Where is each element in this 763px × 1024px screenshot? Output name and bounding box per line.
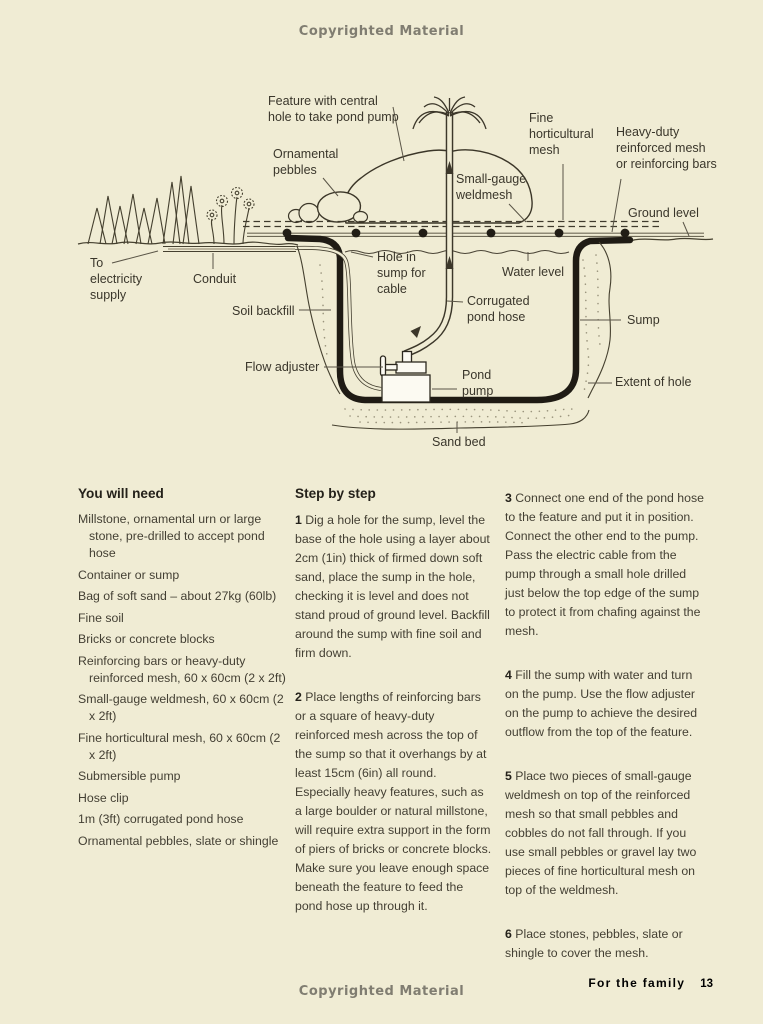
label-flow-adjuster: Flow adjuster (245, 360, 320, 374)
label-soil-backfill: Soil backfill (232, 304, 295, 318)
list-item: 1m (3ft) corrugated pond hose (78, 812, 244, 826)
step-text: Place two pieces of small-gauge weldmesh… (505, 769, 697, 897)
hole-edges (296, 241, 612, 430)
list-item: Container or sump (78, 567, 180, 582)
label-small-gauge-weldmesh: Small-gauge weldmesh (456, 172, 527, 202)
list-item: Bag of soft sand – about 27kg (60lb) (78, 589, 277, 603)
step-number: 4 (505, 668, 512, 682)
step-3: 3 Connect one end of the pond hose to th… (505, 489, 706, 641)
step-2: 2 Place lengths of reinforcing bars or a… (295, 688, 492, 916)
steps-continued-column: 3 Connect one end of the pond hose to th… (505, 489, 706, 988)
flowers (206, 186, 255, 245)
soil-and-sand-stipple (319, 254, 601, 424)
leader-lines (111, 106, 690, 433)
copyright-watermark-top: Copyrighted Material (298, 24, 465, 39)
water-level-line (344, 250, 570, 254)
list-item: Small-gauge weldmesh, 60 x 60cm (2 x 2ft… (78, 692, 284, 723)
label-hole-in-sump: Hole in sump for cable (377, 250, 426, 296)
boulder-and-pebbles (287, 149, 533, 224)
label-sand-bed: Sand bed (432, 435, 486, 449)
step-text: Place lengths of reinforcing bars or a s… (295, 690, 492, 913)
page-number: 13 (700, 978, 713, 990)
step-text: Dig a hole for the sump, level the base … (295, 513, 490, 660)
diagram-artwork (77, 96, 714, 433)
pump-assembly (379, 350, 431, 403)
label-corrugated-pond-hose: Corrugated pond hose (467, 294, 530, 324)
list-item: Hose clip (78, 790, 129, 805)
list-item: Ornamental pebbles, slate or shingle (78, 833, 279, 848)
list-item: Reinforcing bars or heavy-duty reinforce… (78, 653, 286, 685)
list-item: Fine horticultural mesh, 60 x 60cm (2 x … (78, 730, 281, 762)
fountain-spray (412, 96, 487, 130)
pond-sump-diagram: Feature with central hole to take pond p… (0, 0, 763, 470)
copyright-watermark-bottom: Copyrighted Material (298, 984, 465, 999)
label-pond-pump: Pond pump (462, 368, 494, 398)
grass-tufts (87, 175, 200, 245)
label-ground-level: Ground level (628, 206, 699, 220)
list-item: Fine soil (78, 610, 124, 625)
label-water-level: Water level (502, 265, 565, 279)
step-1: 1 Dig a hole for the sump, level the bas… (295, 511, 492, 663)
label-extent-of-hole: Extent of hole (615, 375, 692, 389)
page-footer: For the family 13 (588, 974, 713, 992)
step-5: 5 Place two pieces of small-gauge weldme… (505, 767, 706, 900)
step-by-step-column: Step by step 1 Dig a hole for the sump, … (295, 486, 492, 941)
step-text: Fill the sump with water and turn on the… (505, 668, 698, 739)
you-will-need-column: You will need Millstone, ornamental urn … (78, 486, 288, 854)
step-6: 6 Place stones, pebbles, slate or shingl… (505, 925, 706, 963)
sump-outline (284, 234, 634, 404)
step-number: 1 (295, 513, 302, 527)
list-item: Millstone, ornamental urn or large stone… (78, 512, 265, 560)
label-ornamental-pebbles: Ornamental pebbles (273, 147, 339, 177)
mesh-layers (243, 220, 704, 237)
section-title: For the family (588, 976, 686, 990)
step-4: 4 Fill the sump with water and turn on t… (505, 666, 706, 742)
flow-arrows (410, 161, 454, 338)
you-will-need-list: Millstone, ornamental urn or large stone… (78, 511, 288, 850)
step-number: 5 (505, 769, 512, 783)
electric-cable (294, 245, 382, 391)
label-sump: Sump (627, 313, 660, 327)
label-conduit: Conduit (193, 272, 237, 286)
label-feature: Feature with central hole to take pond p… (268, 94, 399, 124)
conduit-lines (163, 245, 296, 253)
step-number: 2 (295, 690, 302, 704)
label-fine-horticultural-mesh: Fine horticultural mesh (529, 111, 594, 157)
step-by-step-heading: Step by step (295, 486, 376, 501)
label-heavy-duty-mesh: Heavy-duty reinforced mesh or reinforcin… (616, 125, 717, 171)
label-to-electricity-supply: To electricity supply (90, 256, 143, 302)
list-item: Bricks or concrete blocks (78, 632, 215, 646)
step-number: 6 (505, 927, 512, 941)
step-number: 3 (505, 491, 512, 505)
list-item: Submersible pump (78, 769, 181, 783)
you-will-need-heading: You will need (78, 486, 164, 501)
step-text: Connect one end of the pond hose to the … (505, 491, 704, 638)
step-text: Place stones, pebbles, slate or shingle … (505, 927, 683, 960)
